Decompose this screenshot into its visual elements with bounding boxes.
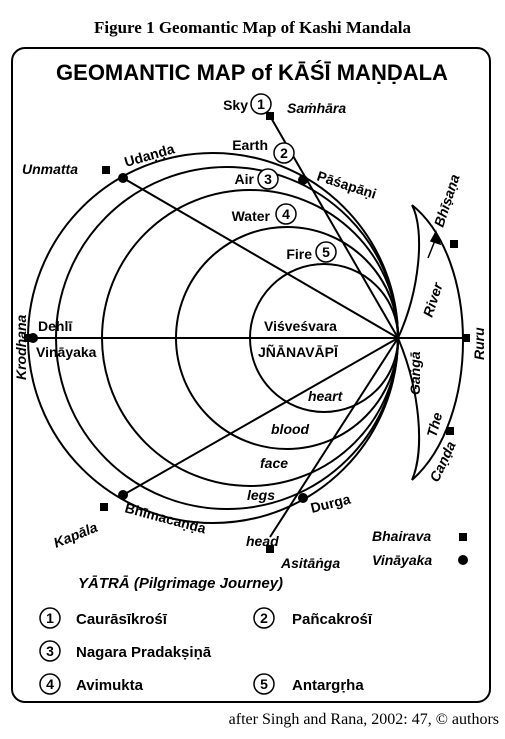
yatra-label-5: Antargṛha xyxy=(292,677,364,694)
label-bhimacanda: Bhīmacaṇḍa xyxy=(123,499,208,536)
river-arrow xyxy=(427,230,442,259)
bhairava-marker-unmatta xyxy=(102,166,110,174)
label-bhisana: Bhīṣaṇa xyxy=(431,172,463,229)
element-label-sky: Sky xyxy=(223,97,248,113)
vinayaka-marker-pasapani xyxy=(298,175,308,185)
element-label-fire: Fire xyxy=(286,246,312,262)
line-bhimacanda xyxy=(122,337,399,496)
label-ganga: Gaṅgā xyxy=(407,351,423,395)
bhairava-marker-canda xyxy=(446,427,454,435)
key-vinayaka-label: Vināyaka xyxy=(372,552,432,568)
figure-caption: Figure 1 Geomantic Map of Kashi Mandala xyxy=(93,18,411,37)
element-label-water: Water xyxy=(232,208,271,224)
map-title: GEOMANTIC MAP of KĀŚĪ MAṆḌALA xyxy=(56,60,448,85)
bhairava-marker-samhara xyxy=(266,112,274,120)
label-blood: blood xyxy=(271,421,310,437)
yatra-number-5: 5 xyxy=(260,676,268,692)
label-unmatta: Unmatta xyxy=(22,161,78,177)
yatra-label-3: Nagara Pradakṣiṇā xyxy=(76,644,212,661)
map-frame xyxy=(11,47,491,703)
yatra-number-badge xyxy=(253,607,275,629)
element-number-sky: 1 xyxy=(257,96,265,112)
label-heart: heart xyxy=(308,388,344,404)
label-samhara: Saṁhāra xyxy=(287,100,346,116)
element-number-badge xyxy=(273,142,295,164)
yatra-number-4: 4 xyxy=(46,676,54,692)
yatra-number-3: 3 xyxy=(46,643,54,659)
bhairava-marker-bhisana xyxy=(450,240,458,248)
line-udanda xyxy=(122,177,399,339)
river-bank-inner-top xyxy=(397,204,421,339)
yatra-number-1: 1 xyxy=(46,610,54,626)
yatra-label-4: Avimukta xyxy=(76,677,144,694)
yatra-number-badge xyxy=(39,607,61,629)
label-kapala: Kapāla xyxy=(51,519,100,551)
bhairava-marker-ruru xyxy=(462,334,470,342)
label-dehli: Dehlī xyxy=(38,318,73,334)
element-number-badge xyxy=(250,93,272,115)
yatra-number-badge xyxy=(253,673,275,695)
element-number-earth: 2 xyxy=(280,145,288,161)
yatra-title: YĀTRĀ (Pilgrimage Journey) xyxy=(78,575,283,592)
element-label-air: Air xyxy=(235,171,255,187)
label-legs: legs xyxy=(247,487,275,503)
label-jnanavapi: JÑĀNAVĀPĪ xyxy=(258,343,339,360)
label-asitanga: Asitāṅga xyxy=(280,555,340,571)
label-canda: Caṇḍa xyxy=(426,439,459,485)
credit-line: after Singh and Rana, 2002: 47, © author… xyxy=(228,711,499,728)
yatra-legend: YĀTRĀ (Pilgrimage Journey) 1 Caurāsīkroś… xyxy=(39,575,373,695)
body-part-labels: heart blood face legs head xyxy=(246,388,344,549)
label-visvesvara: Viśveśvara xyxy=(264,318,337,334)
element-number-badge xyxy=(275,203,297,225)
label-the: The xyxy=(423,410,445,438)
symbol-key: Bhairava Vināyaka xyxy=(372,528,468,568)
element-number-air: 3 xyxy=(264,171,272,187)
label-head: head xyxy=(246,533,279,549)
vinayaka-marker-udanda xyxy=(118,173,128,183)
element-number-badge xyxy=(257,168,279,190)
label-ruru: Ruru xyxy=(471,327,487,360)
label-vinayaka: Vināyaka xyxy=(36,344,97,360)
vinayaka-markers xyxy=(28,173,308,503)
element-number-water: 4 xyxy=(282,206,290,222)
vinayaka-marker-dehli xyxy=(28,333,38,343)
element-number-fire: 5 xyxy=(322,244,330,260)
yatra-label-1: Caurāsīkrośī xyxy=(76,611,168,628)
key-bhairava-square xyxy=(459,533,467,541)
bhairava-marker-asitanga xyxy=(266,545,274,553)
yatra-label-2: Pañcakrośī xyxy=(292,611,373,628)
element-number-badge xyxy=(315,241,337,263)
label-face: face xyxy=(260,455,288,471)
yatra-number-2: 2 xyxy=(260,610,268,626)
river-labels: River Gaṅgā The xyxy=(407,279,446,439)
key-vinayaka-dot xyxy=(458,555,468,565)
river-bank-inner-bottom xyxy=(397,337,421,481)
yatra-number-badge xyxy=(39,640,61,662)
label-river: River xyxy=(420,279,447,319)
line-asitanga xyxy=(269,337,399,538)
vinayaka-marker-durga xyxy=(298,493,308,503)
vinayaka-marker-bhimacanda xyxy=(118,490,128,500)
label-krodhana: Krodhana xyxy=(13,314,29,380)
element-labels: Sky 1 Earth 2 Air 3 Water 4 Fire 5 xyxy=(223,93,337,263)
key-bhairava-label: Bhairava xyxy=(372,528,431,544)
yatra-number-badge xyxy=(39,673,61,695)
label-udanda: Udaṇḍa xyxy=(122,140,176,170)
label-durga: Durga xyxy=(309,491,352,516)
bhairava-marker-kapala xyxy=(100,503,108,511)
element-label-earth: Earth xyxy=(232,137,268,153)
